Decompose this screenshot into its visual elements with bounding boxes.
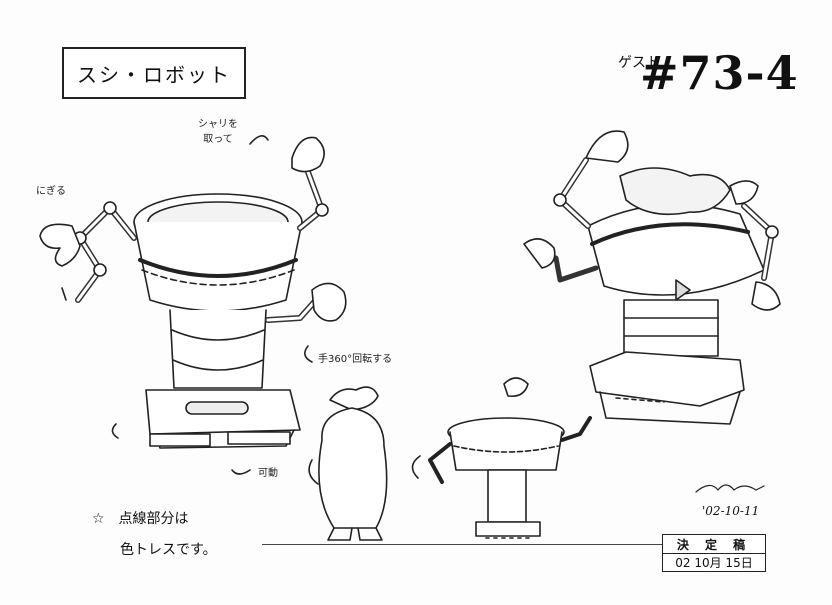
episode-number: #73-4: [640, 46, 799, 100]
note-line-1: ☆ 点線部分は: [92, 511, 189, 527]
character-name-box: スシ・ロボット: [62, 47, 246, 99]
character-name: スシ・ロボット: [77, 62, 231, 87]
chef-character: [308, 386, 388, 541]
ground-line: [262, 544, 662, 545]
signature-date: '02-10-11: [702, 504, 760, 518]
note-line-2: 色トレスです。: [120, 542, 217, 558]
guest-label: ゲスト: [618, 55, 660, 71]
robot-front-view: [39, 135, 347, 475]
stamp-date: 02 10月 15日: [675, 556, 753, 570]
annotation-grip: にぎる: [36, 186, 66, 197]
annotation-movable: 可動: [258, 468, 278, 479]
annotation-rotate: 手360°回転する: [318, 354, 393, 365]
approval-stamp: 決 定 稿 02 10月 15日: [662, 534, 766, 572]
stamp-title: 決 定 稿: [663, 535, 765, 554]
annotation-rice: シャリを 取って: [198, 119, 238, 145]
robot-back-view: [523, 130, 781, 425]
robot-small-view: [411, 377, 592, 539]
